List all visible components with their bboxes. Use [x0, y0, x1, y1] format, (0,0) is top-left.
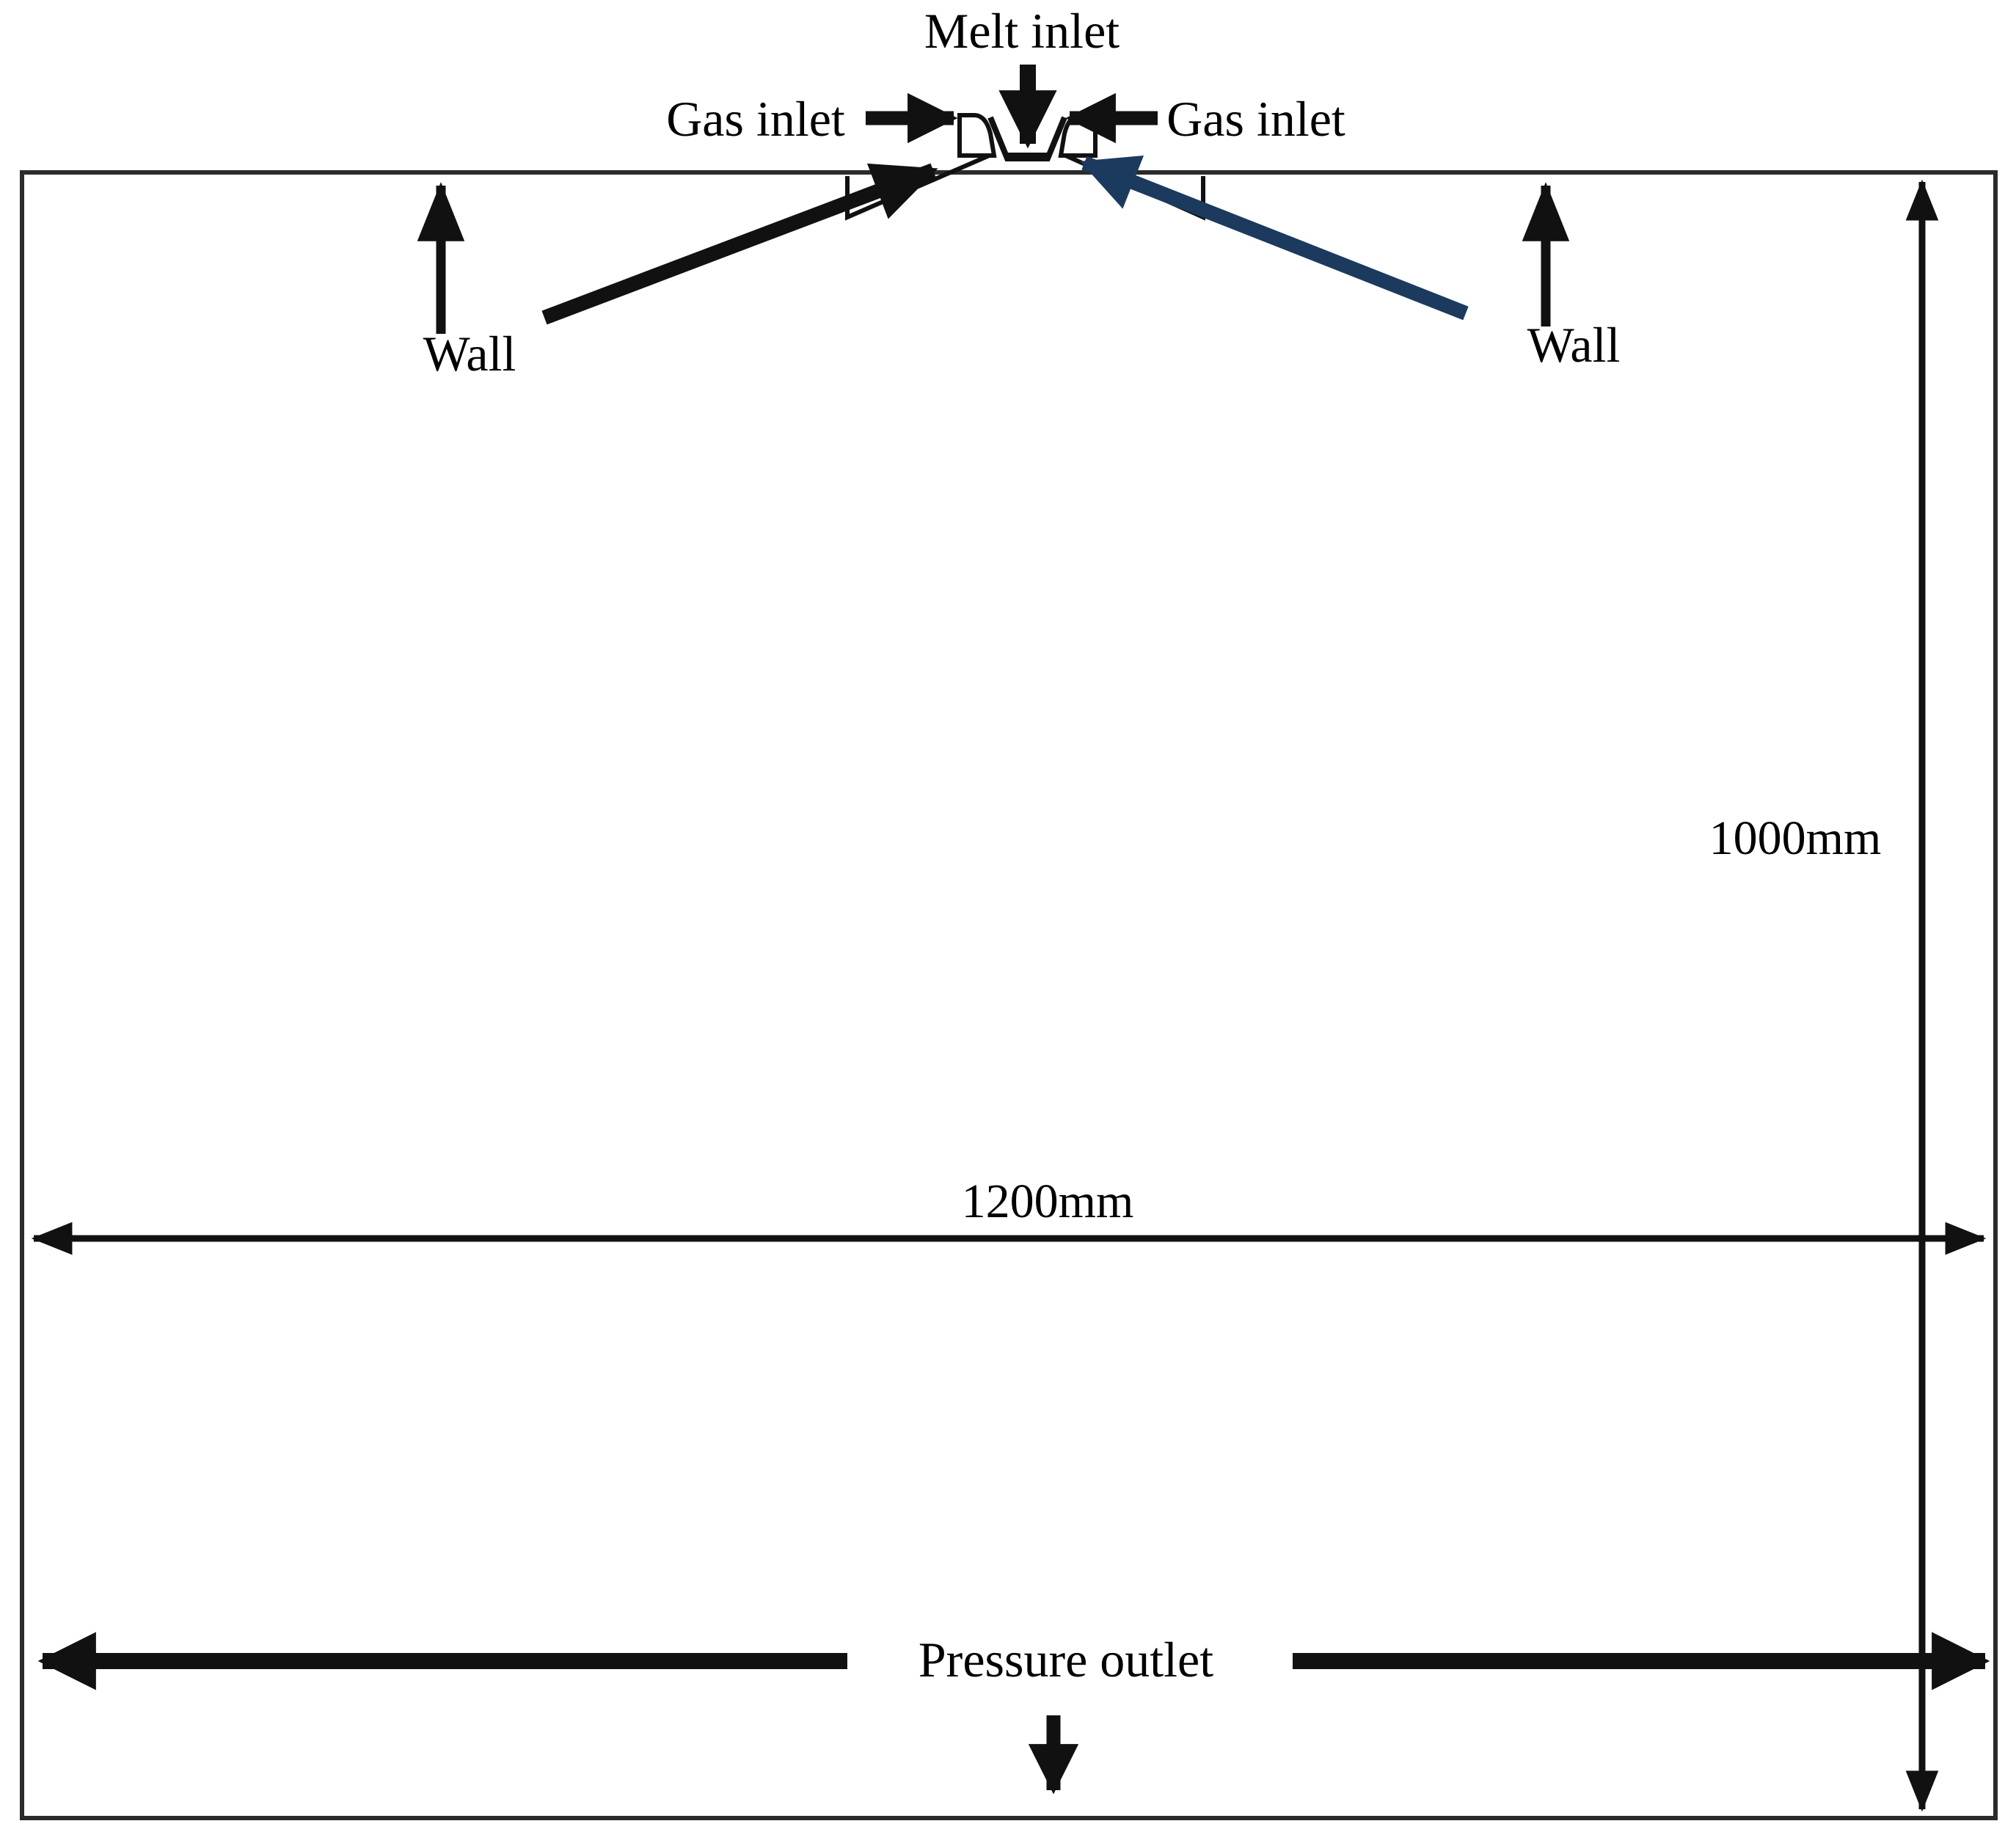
wall-leader-arrow-left	[541, 163, 938, 325]
wall-label-right: Wall	[1527, 317, 1621, 373]
pressure-outlet-label: Pressure outlet	[918, 1632, 1214, 1687]
gas-port-left	[957, 113, 997, 158]
height-dimension-label: 1000mm	[1709, 811, 1882, 865]
computational-domain-box	[20, 170, 1998, 1820]
width-dimension-label: 1200mm	[961, 1175, 1134, 1228]
wall-label-left: Wall	[423, 326, 516, 382]
melt-inlet-label: Melt inlet	[924, 3, 1120, 59]
gas-inlet-label-left: Gas inlet	[666, 91, 845, 147]
gas-inlet-label-right: Gas inlet	[1166, 91, 1345, 147]
nozzle-left-slope	[845, 152, 994, 221]
wall-leader-arrow-right	[1080, 156, 1469, 321]
